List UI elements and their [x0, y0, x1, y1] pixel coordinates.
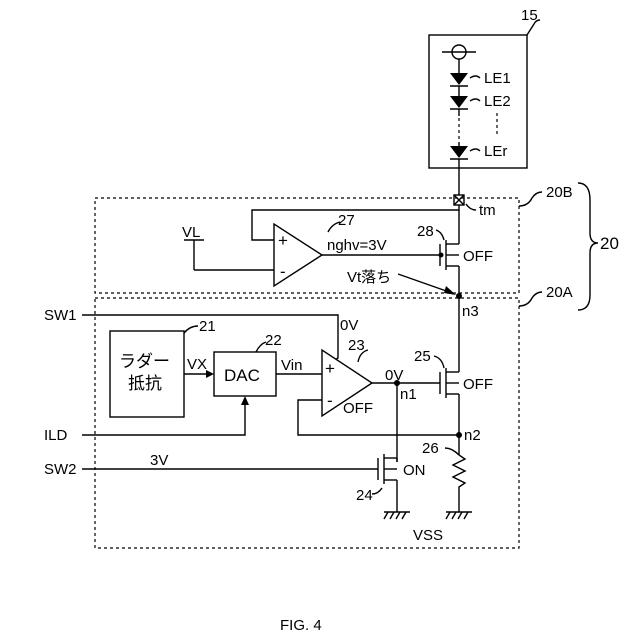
label-vt-drop: Vt落ち [347, 269, 391, 286]
led-label-ler: LEr [484, 143, 507, 160]
label-vl: VL [182, 224, 200, 241]
ref-ladder: 21 [199, 318, 216, 335]
ref-res26: 26 [422, 440, 439, 457]
label-n3: n3 [462, 303, 479, 320]
ild-arrow-icon [241, 396, 249, 405]
tr24-state: ON [403, 462, 426, 479]
led-module: LE1 LE2 LEr 15 [429, 7, 540, 168]
ref-led-module: 15 [521, 7, 538, 24]
transistor-25 [440, 368, 459, 455]
ref-tr28: 28 [417, 223, 434, 240]
label-vin: Vin [281, 357, 302, 374]
led-module-box [429, 35, 527, 168]
amplifier-27: + - [274, 224, 322, 286]
sw2-value: 3V [150, 452, 168, 469]
label-sw2: SW2 [44, 461, 77, 478]
led-label-le2: LE2 [484, 93, 511, 110]
group-brace [578, 183, 598, 310]
svg-text:-: - [327, 391, 333, 410]
amp23-state: OFF [343, 400, 373, 417]
label-sw1: SW1 [44, 307, 77, 324]
resistor-26 [453, 455, 465, 512]
svg-text:-: - [280, 262, 286, 281]
figure-caption: FIG. 4 [280, 617, 322, 634]
ref-amp27: 27 [338, 212, 355, 229]
led-label-le1: LE1 [484, 70, 511, 87]
sw1-value: 0V [340, 317, 358, 334]
ref-block-20a: 20A [546, 284, 573, 301]
label-vss: VSS [413, 527, 443, 544]
label-tm: tm [479, 202, 496, 219]
ref-dac: 22 [265, 332, 282, 349]
node-n2 [456, 432, 462, 438]
vt-arrow-icon [444, 286, 456, 295]
ref-group-20: 20 [600, 234, 619, 253]
transistor-24 [378, 454, 397, 512]
label-n1: n1 [400, 386, 417, 403]
dac-label: DAC [224, 366, 260, 385]
svg-text:+: + [325, 359, 335, 378]
label-nghv: nghv=3V [327, 237, 387, 254]
svg-text:+: + [278, 231, 288, 250]
amp23-out-value: 0V [385, 367, 403, 384]
led-ler-icon [450, 146, 468, 158]
ref-tr24: 24 [356, 487, 373, 504]
ladder-label-2: 抵抗 [128, 374, 162, 393]
ref-block-20b: 20B [546, 184, 573, 201]
label-vx: VX [187, 356, 207, 373]
led-le1-icon [450, 73, 468, 85]
tr25-state: OFF [463, 376, 493, 393]
ladder-label-1: ラダー [119, 352, 170, 371]
ground-icon-resistor [446, 512, 472, 519]
ref-amp23: 23 [348, 337, 365, 354]
tr28-state: OFF [463, 248, 493, 265]
ref-tr25: 25 [414, 348, 431, 365]
ground-icon-transistor [384, 512, 410, 519]
led-le2-icon [450, 96, 468, 108]
label-n2: n2 [464, 427, 481, 444]
label-ild: ILD [44, 427, 68, 444]
transistor-28 [439, 210, 460, 296]
